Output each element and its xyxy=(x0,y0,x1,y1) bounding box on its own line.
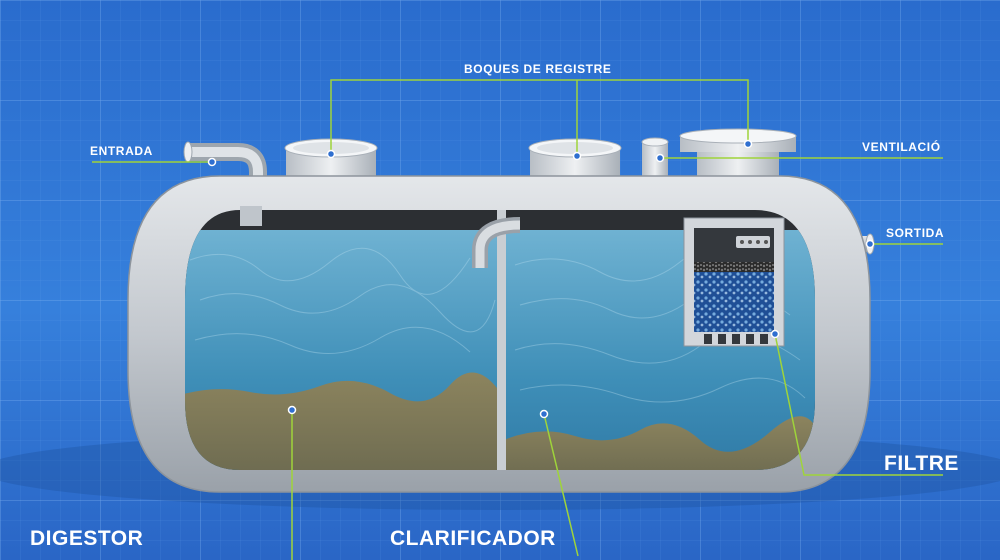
transfer-pipe xyxy=(472,217,521,268)
leader-clarificador xyxy=(543,413,579,557)
filter-unit xyxy=(683,217,785,347)
label-filtre: FILTRE xyxy=(884,452,959,475)
label-sortida: SORTIDA xyxy=(886,226,945,240)
pin-markers xyxy=(207,139,875,419)
leader-boques-de-registre xyxy=(330,79,749,156)
label-clarificador: CLARIFICADOR xyxy=(390,527,556,550)
sludge-clarificador xyxy=(504,416,815,470)
leader-lines xyxy=(92,79,943,560)
label-digestor: DIGESTOR xyxy=(30,527,144,550)
label-boques-de-registre: BOQUES DE REGISTRE xyxy=(464,62,612,76)
inlet-pipe xyxy=(183,141,267,186)
inlet-tee xyxy=(240,206,262,226)
leader-filtre xyxy=(774,333,943,476)
sludge-digestor xyxy=(185,372,500,470)
tank-partition xyxy=(497,210,506,470)
label-ventilacio: VENTILACIÓ xyxy=(862,140,941,154)
label-entrada: ENTRADA xyxy=(90,144,153,158)
